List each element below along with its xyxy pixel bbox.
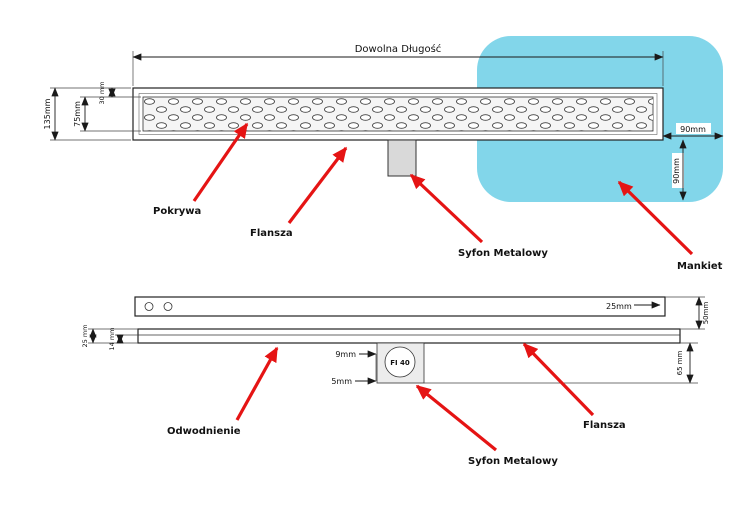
arrow-syfon-top <box>409 173 484 244</box>
label-mankiet: Mankiet <box>677 261 723 272</box>
dim-text-30: 30 mm <box>98 81 106 104</box>
dim-text-50: 50mm <box>702 302 710 325</box>
label-syfon-top: Syfon Metalowy <box>458 248 548 259</box>
label-odwodnienie: Odwodnienie <box>167 426 241 437</box>
mount-hole-right <box>163 302 173 311</box>
cover-perforation-pattern <box>143 97 653 131</box>
label-flansza-bottom: Flansza <box>583 420 626 431</box>
arrow-pokrywa <box>192 122 249 202</box>
dim-text-25-left: 25 mm <box>81 324 89 347</box>
flange-plate <box>134 296 666 317</box>
mount-hole-left <box>144 302 154 311</box>
channel-body <box>137 328 681 344</box>
siphon-stub <box>387 139 417 177</box>
dim-text-9: 9mm <box>335 350 356 359</box>
label-pokrywa: Pokrywa <box>153 206 201 217</box>
dim-text-5: 5mm <box>331 377 352 386</box>
arrow-mankiet <box>617 180 694 256</box>
dim-text-90v: 90mm <box>672 158 681 184</box>
dim-text-fi40: FI 40 <box>390 359 410 367</box>
arrow-odwodnienie <box>235 346 279 421</box>
dim-text-length: Dowolna Długość <box>355 43 442 55</box>
side-view: FI 40 25 mm 14 mm 9mm 5mm 25mm 50mm 65 m… <box>81 296 710 467</box>
top-view: Dowolna Długość 135mm 75mm 30 mm 90mm 90… <box>43 36 724 272</box>
dim-text-90h: 90mm <box>680 125 706 134</box>
dim-text-bg <box>676 123 711 134</box>
siphon-outlet <box>384 346 416 378</box>
label-flansza-top: Flansza <box>250 228 293 239</box>
dim-text-75: 75mm <box>73 101 82 127</box>
dim-text-135: 135mm <box>43 98 52 129</box>
arrow-flansza-top <box>287 146 348 224</box>
arrow-flansza-bottom <box>522 342 595 417</box>
drain-inner-frame <box>138 93 658 135</box>
label-syfon-bottom: Syfon Metalowy <box>468 456 558 467</box>
dim-text-14: 14 mm <box>108 327 116 350</box>
dim-text-65: 65 mm <box>676 350 684 375</box>
dim-text-25-right: 25mm <box>606 302 632 311</box>
arrow-syfon-bottom <box>415 384 498 452</box>
